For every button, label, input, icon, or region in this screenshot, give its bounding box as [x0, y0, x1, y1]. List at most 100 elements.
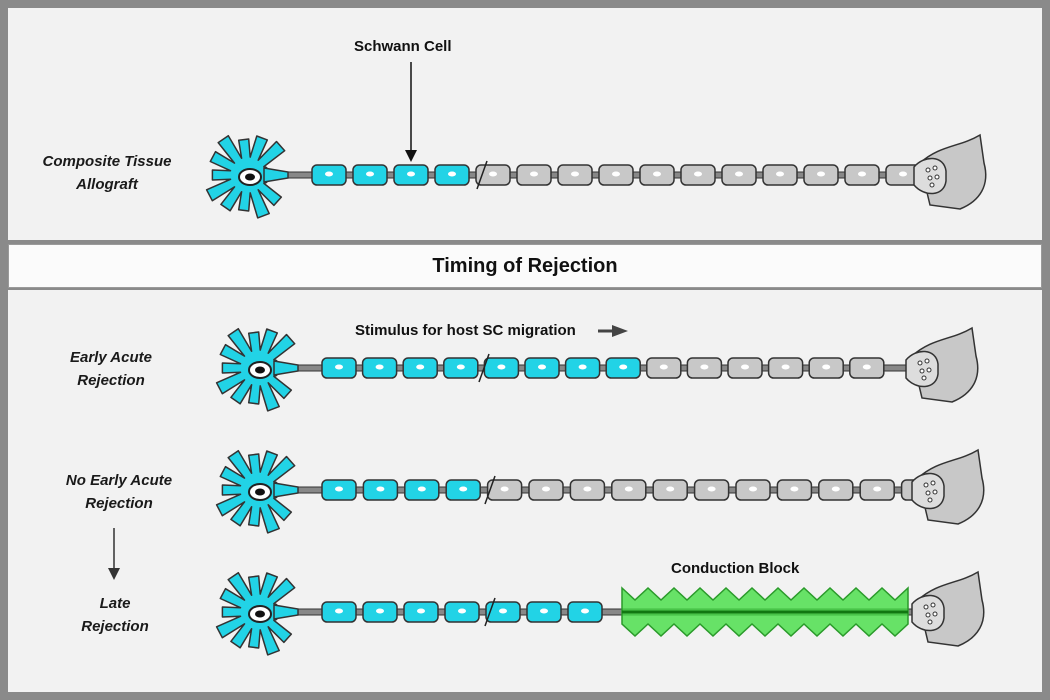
- segment-nucleus: [571, 171, 579, 177]
- synaptic-vesicle: [924, 358, 930, 364]
- axon-hillock: [263, 167, 289, 183]
- neuron-row: [215, 326, 979, 412]
- segment-nucleus: [335, 364, 343, 370]
- label-early-acute-rejection: Early Acute Rejection: [36, 346, 186, 392]
- synaptic-vesicle: [919, 368, 925, 374]
- synaptic-vesicle: [925, 612, 931, 618]
- segment-nucleus: [417, 608, 425, 614]
- segment-nucleus: [694, 171, 702, 177]
- segment-nucleus: [459, 486, 468, 492]
- label-line: Early Acute: [70, 349, 152, 366]
- segment-nucleus: [653, 171, 661, 177]
- segment-nucleus: [822, 364, 831, 370]
- segment-nucleus: [407, 171, 415, 177]
- coaptation-mark: [478, 353, 490, 383]
- nucleolus: [255, 610, 265, 618]
- stimulus-label: Stimulus for host SC migration: [355, 322, 576, 339]
- segment-nucleus: [417, 486, 426, 492]
- label-line: Rejection: [81, 618, 149, 635]
- segment-nucleus: [583, 486, 592, 492]
- coaptation-mark: [476, 160, 488, 190]
- segment-nucleus: [707, 486, 716, 492]
- synaptic-vesicle: [930, 602, 936, 608]
- nucleolus: [255, 488, 265, 496]
- segment-nucleus: [873, 486, 882, 492]
- synaptic-vesicle: [932, 489, 938, 495]
- label-line: Rejection: [77, 372, 145, 389]
- coaptation-mark: [484, 475, 496, 505]
- segment-nucleus: [831, 486, 840, 492]
- segment-nucleus: [776, 171, 784, 177]
- segment-nucleus: [899, 171, 907, 177]
- label-line: Allograft: [76, 176, 138, 193]
- segment-nucleus: [542, 486, 550, 492]
- segment-nucleus: [458, 608, 466, 614]
- label-line: Late: [99, 595, 131, 612]
- schwann-cell-arrowhead: [405, 150, 417, 162]
- label-late-rejection: Late Rejection: [40, 592, 190, 638]
- synaptic-vesicle: [929, 182, 935, 188]
- segment-nucleus: [499, 608, 507, 614]
- nucleolus: [245, 173, 255, 181]
- segment-nucleus: [700, 364, 709, 370]
- neuron-row: [215, 570, 985, 656]
- segment-nucleus: [375, 364, 384, 370]
- segment-nucleus: [366, 171, 374, 177]
- nucleolus: [255, 366, 265, 374]
- segment-nucleus: [497, 364, 506, 370]
- label-line: Composite Tissue: [42, 153, 172, 170]
- synaptic-vesicle: [927, 619, 933, 625]
- synaptic-vesicle: [923, 482, 929, 488]
- segment-nucleus: [376, 608, 384, 614]
- segment-nucleus: [781, 364, 790, 370]
- segment-nucleus: [578, 364, 587, 370]
- neuron-row: [205, 133, 987, 219]
- synaptic-vesicle: [925, 167, 931, 173]
- axon-hillock: [273, 604, 299, 620]
- synaptic-vesicle: [923, 604, 929, 610]
- synaptic-vesicle: [930, 480, 936, 486]
- figure-title: Timing of Rejection: [432, 254, 618, 277]
- segment-nucleus: [624, 486, 633, 492]
- label-composite-tissue-allograft: Composite Tissue Allograft: [32, 150, 182, 196]
- synaptic-vesicle: [917, 360, 923, 366]
- segment-nucleus: [325, 171, 333, 177]
- segment-nucleus: [376, 486, 385, 492]
- segment-nucleus: [749, 486, 757, 492]
- segment-nucleus: [540, 608, 548, 614]
- segment-nucleus: [666, 486, 675, 492]
- label-line: No Early Acute: [65, 472, 173, 489]
- segment-nucleus: [581, 608, 589, 614]
- segment-nucleus: [500, 486, 509, 492]
- segment-nucleus: [335, 608, 343, 614]
- segment-nucleus: [456, 364, 465, 370]
- segment-nucleus: [790, 486, 799, 492]
- synaptic-vesicle: [921, 375, 927, 381]
- label-line: Rejection: [85, 495, 153, 512]
- synaptic-vesicle: [932, 611, 938, 617]
- synaptic-vesicle: [932, 165, 938, 171]
- neuron-row: [215, 448, 985, 534]
- synaptic-vesicle: [934, 174, 940, 180]
- segment-nucleus: [448, 171, 456, 177]
- label-no-early-acute-rejection: No Early Acute Rejection: [44, 469, 194, 515]
- axon-hillock: [273, 360, 299, 376]
- segment-nucleus: [817, 171, 825, 177]
- segment-nucleus: [619, 364, 628, 370]
- synaptic-vesicle: [927, 497, 933, 503]
- coaptation-mark: [484, 597, 496, 627]
- segment-nucleus: [530, 171, 538, 177]
- conduction-block-label: Conduction Block: [671, 560, 800, 577]
- segment-nucleus: [659, 364, 668, 370]
- schwann-cell-label: Schwann Cell: [354, 38, 452, 55]
- synaptic-vesicle: [925, 490, 931, 496]
- segment-nucleus: [612, 171, 620, 177]
- segment-nucleus: [862, 364, 871, 370]
- axon-hillock: [273, 482, 299, 498]
- segment-nucleus: [858, 171, 866, 177]
- segment-nucleus: [335, 486, 343, 492]
- progression-arrowhead: [108, 568, 120, 580]
- stimulus-arrowhead: [612, 325, 628, 337]
